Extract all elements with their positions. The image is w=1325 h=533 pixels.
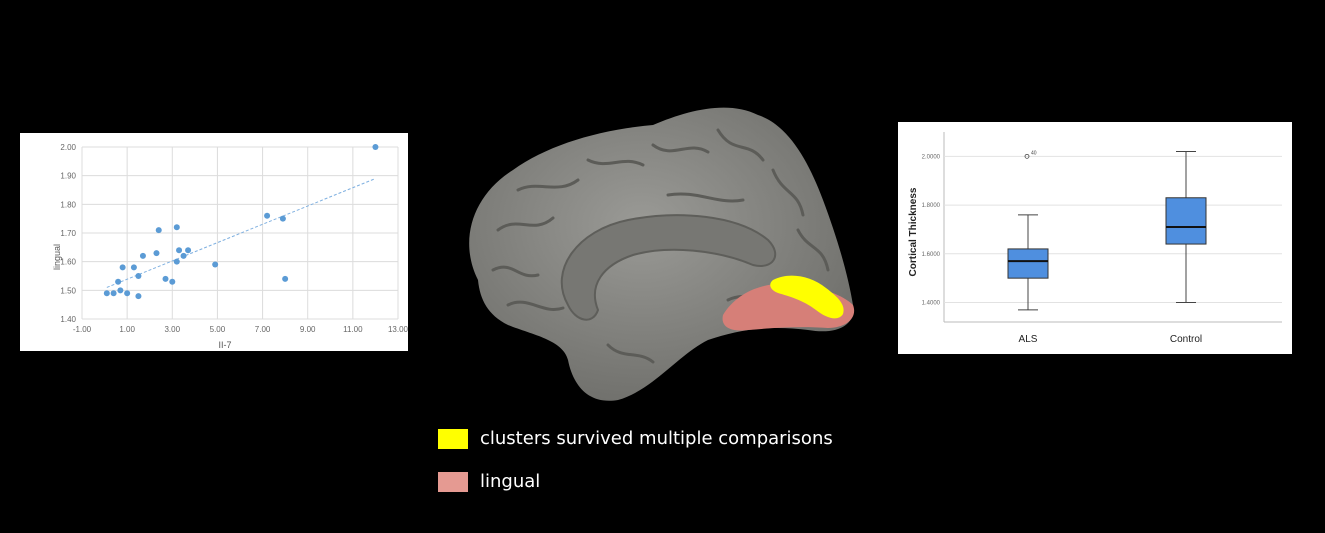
scatter-point bbox=[282, 275, 289, 282]
scatter-point bbox=[212, 261, 219, 268]
box-iqr bbox=[1007, 248, 1049, 279]
trendline bbox=[106, 178, 376, 288]
scatter-y-tick: 1.90 bbox=[60, 172, 76, 181]
scatter-x-tick: 7.00 bbox=[255, 325, 271, 334]
scatter-x-tick: 1.00 bbox=[119, 325, 135, 334]
scatter-point bbox=[139, 252, 146, 259]
brain-surface-image bbox=[469, 107, 855, 401]
scatter-point bbox=[103, 290, 110, 297]
legend-label-lingual: lingual bbox=[480, 471, 541, 492]
scatter-y-tick: 2.00 bbox=[60, 143, 76, 152]
legend-swatch-clusters bbox=[438, 428, 468, 449]
scatter-x-tick: 3.00 bbox=[164, 325, 180, 334]
scatter-point bbox=[180, 252, 187, 259]
scatter-point bbox=[173, 258, 180, 265]
cortex-surface bbox=[469, 107, 854, 401]
scatter-point bbox=[169, 278, 176, 285]
scatter-y-axis-label: lingual bbox=[52, 244, 62, 270]
scatter-plot-panel: 1.40 1.50 1.60 1.70 1.80 1.90 2.00 -1.00 1.00 3.0… bbox=[20, 133, 409, 351]
scatter-x-tick: -1.00 bbox=[73, 325, 92, 334]
scatter-y-tick: 1.50 bbox=[60, 286, 76, 295]
box-y-axis-label: Cortical Thickness bbox=[908, 187, 919, 276]
scatter-point bbox=[153, 250, 160, 257]
box-y-tick: 1.6000 bbox=[922, 252, 941, 258]
box-y-tick: 1.4000 bbox=[922, 301, 941, 307]
scatter-y-tick: 1.80 bbox=[60, 200, 76, 209]
scatter-point bbox=[135, 293, 142, 300]
box-outlier-label: 40 bbox=[1031, 150, 1037, 156]
scatter-point bbox=[372, 144, 379, 150]
scatter-point bbox=[176, 247, 183, 254]
scatter-x-axis-label: II-7 bbox=[218, 340, 231, 350]
box-y-tick: 1.8000 bbox=[922, 203, 941, 209]
scatter-point bbox=[124, 290, 131, 297]
scatter-point bbox=[264, 212, 271, 219]
scatter-point bbox=[130, 264, 137, 271]
scatter-point bbox=[173, 224, 180, 231]
legend-item-clusters: clusters survived multiple comparisons bbox=[438, 428, 833, 449]
legend-swatch-lingual bbox=[438, 471, 468, 492]
cluster-region bbox=[770, 275, 844, 319]
scatter-point bbox=[115, 278, 122, 285]
scatter-y-tick: 1.40 bbox=[60, 315, 76, 324]
scatter-point bbox=[117, 287, 124, 294]
corpus-callosum bbox=[560, 214, 777, 321]
box-category-label: ALS bbox=[1019, 334, 1038, 345]
scatter-y-tick: 1.70 bbox=[60, 229, 76, 238]
box-y-tick: 2.0000 bbox=[922, 154, 941, 160]
scatter-point bbox=[135, 273, 142, 279]
scatter-plot: 1.40 1.50 1.60 1.70 1.80 1.90 2.00 -1.00 1.00 3.0… bbox=[52, 143, 409, 350]
scatter-point bbox=[185, 247, 192, 254]
scatter-point bbox=[155, 227, 162, 234]
scatter-point bbox=[119, 264, 126, 271]
scatter-point bbox=[279, 215, 286, 222]
box-iqr bbox=[1165, 197, 1207, 245]
scatter-point bbox=[162, 275, 169, 282]
scatter-x-tick: 13.00 bbox=[388, 325, 408, 334]
legend-label-clusters: clusters survived multiple comparisons bbox=[480, 428, 833, 449]
box-outlier bbox=[1024, 153, 1030, 159]
legend-item-lingual: lingual bbox=[438, 471, 540, 492]
box-category-label: Control bbox=[1170, 334, 1202, 345]
scatter-y-tick: 1.60 bbox=[60, 258, 76, 267]
scatter-x-tick: 9.00 bbox=[300, 325, 316, 334]
scatter-x-tick: 11.00 bbox=[343, 325, 363, 334]
scatter-point bbox=[110, 290, 117, 297]
scatter-x-tick: 5.00 bbox=[210, 325, 226, 334]
